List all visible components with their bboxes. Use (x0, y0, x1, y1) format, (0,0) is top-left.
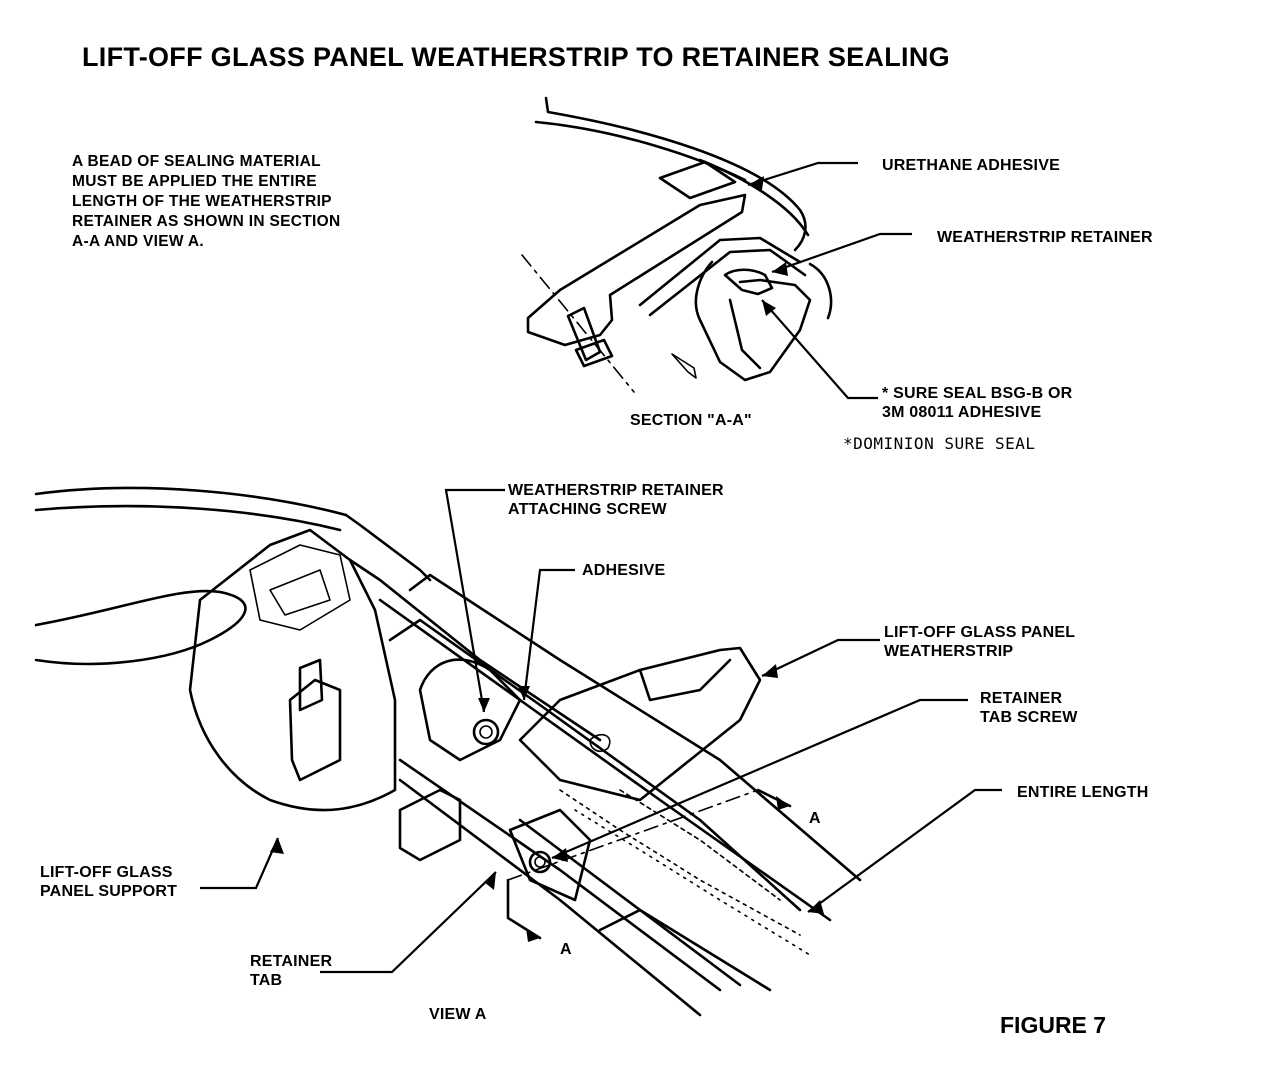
leader-attaching-screw (444, 488, 505, 713)
label-panel-support: LIFT-OFF GLASS PANEL SUPPORT (40, 864, 178, 900)
figure-number: FIGURE 7 (1000, 1012, 1107, 1038)
label-adhesive: ADHESIVE (582, 562, 666, 579)
leader-urethane-adhesive (747, 161, 858, 187)
section-a-a-caption: SECTION "A-A" (630, 412, 752, 429)
label-entire-length: ENTIRE LENGTH (1017, 784, 1149, 801)
page-title: LIFT-OFF GLASS PANEL WEATHERSTRIP TO RET… (82, 42, 950, 72)
label-weatherstrip-retainer: WEATHERSTRIP RETAINER (937, 229, 1153, 246)
leader-panel-support (200, 837, 280, 890)
leader-glass-panel-weatherstrip (761, 638, 880, 677)
section-marker-a-right: A (809, 810, 821, 827)
label-dominion-sure-seal: *DOMINION SURE SEAL (843, 434, 1036, 453)
section-a-a-drawing (521, 96, 833, 393)
label-attaching-screw: WEATHERSTRIP RETAINER ATTACHING SCREW (508, 482, 724, 518)
leader-retainer-tab-screw (551, 698, 968, 860)
label-retainer-tab: RETAINER TAB (250, 953, 333, 989)
label-glass-panel-weatherstrip: LIFT-OFF GLASS PANEL WEATHERSTRIP (884, 624, 1076, 660)
label-urethane-adhesive: URETHANE ADHESIVE (882, 157, 1060, 174)
label-retainer-tab-screw: RETAINER TAB SCREW (980, 690, 1078, 726)
leader-adhesive (522, 568, 575, 701)
label-sure-seal-adhesive: * SURE SEAL BSG-B OR 3M 08011 ADHESIVE (882, 385, 1073, 421)
section-marker-a-left: A (560, 941, 572, 958)
sealing-instruction-note: A BEAD OF SEALING MATERIAL MUST BE APPLI… (72, 153, 341, 250)
leader-retainer-tab (320, 871, 497, 974)
view-a-caption: VIEW A (429, 1006, 487, 1023)
view-a-drawing (34, 486, 862, 1017)
leader-weatherstrip-retainer (771, 232, 912, 274)
leader-sure-seal (761, 299, 878, 400)
leader-entire-length (807, 788, 1002, 913)
